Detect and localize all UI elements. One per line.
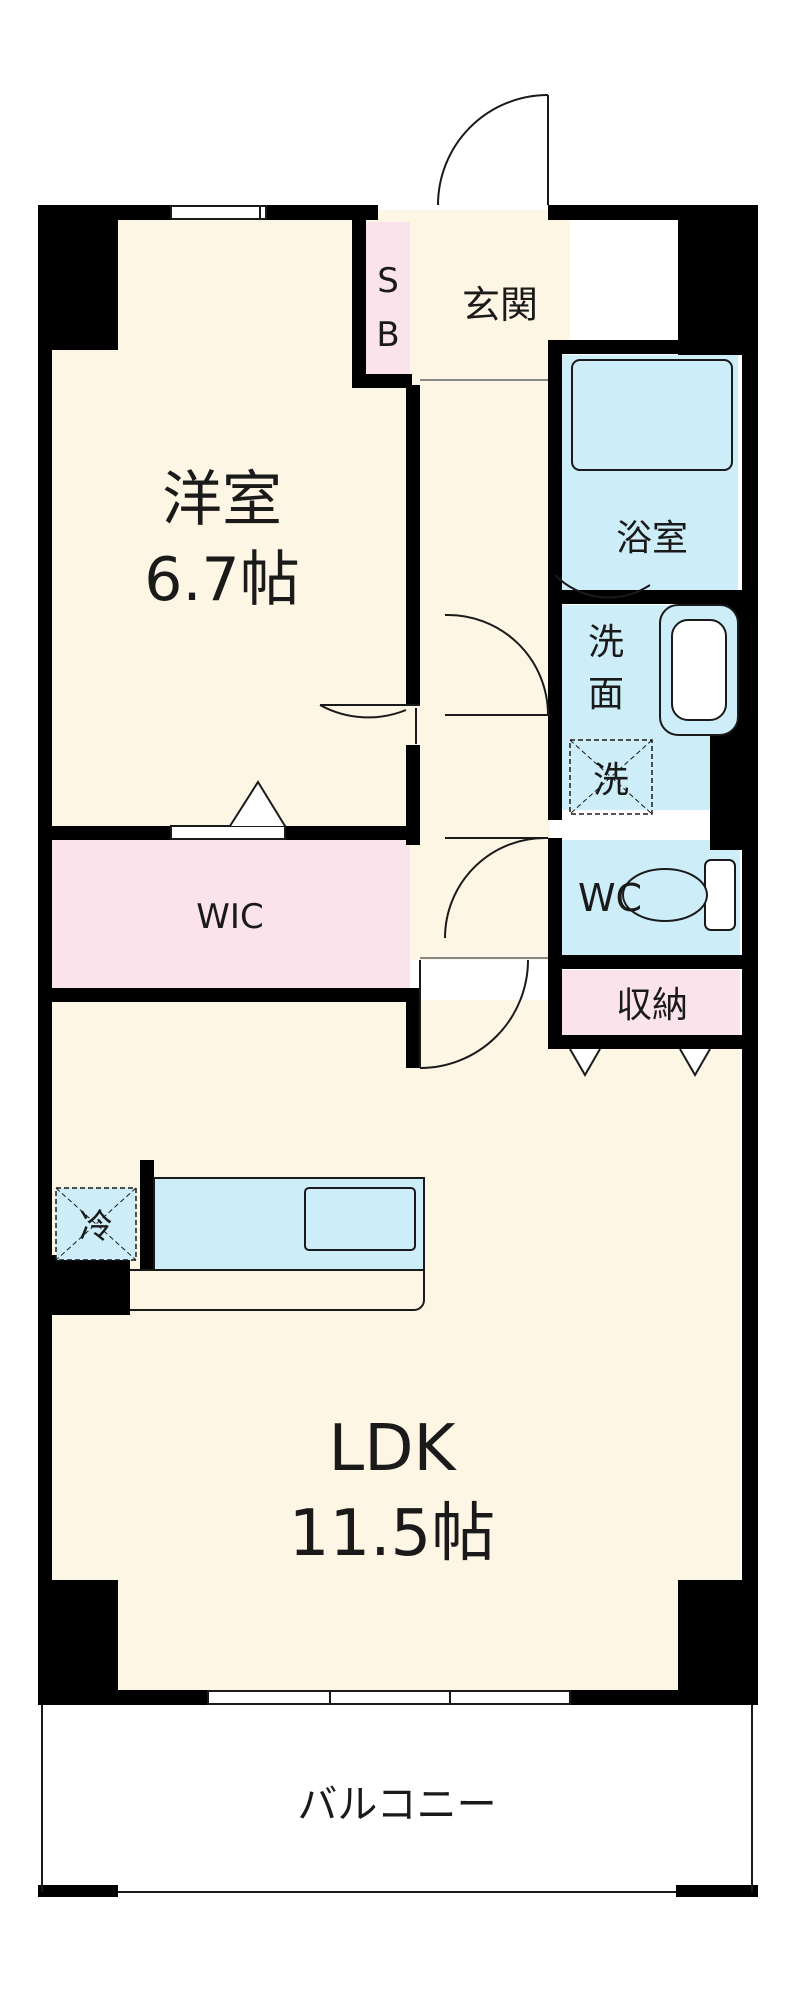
closet-markers [229, 780, 711, 1078]
fridge-diagonal-1 [55, 1187, 137, 1261]
window-mullions [259, 206, 451, 1704]
balcony-outline [41, 1705, 753, 1893]
shoe-box-label-2: B [376, 315, 399, 355]
storage-label: 収納 [616, 985, 688, 1026]
kitchen-sink [304, 1187, 416, 1251]
wic-floor [50, 840, 410, 988]
walls [38, 205, 758, 1897]
western-room-size: 6.7帖 [144, 545, 299, 615]
balcony-floor [40, 1705, 752, 1895]
bathroom-label: 浴室 [616, 518, 688, 559]
entrance-floor [420, 220, 570, 380]
doors [319, 94, 651, 1069]
windows [170, 205, 571, 1705]
fridge-diagonal-2 [55, 1187, 137, 1261]
washroom-label-1: 洗 [588, 622, 624, 663]
ldk-name: LDK [329, 1412, 458, 1486]
wic-label: WIC [196, 897, 263, 937]
washer-diagonal-1 [569, 739, 653, 815]
western-room-name: 洋室 [162, 465, 282, 535]
ldk-floor [50, 1000, 740, 1695]
washer-space-box [569, 739, 653, 815]
entrance-label: 玄関 [462, 283, 538, 327]
bathtub [571, 359, 733, 471]
toilet-label: WC [578, 876, 642, 920]
washbasin-bowl [671, 619, 727, 721]
shoe-box-floor [366, 222, 410, 376]
toilet-tank [704, 859, 736, 931]
ldk-size: 11.5帖 [289, 1497, 496, 1571]
washroom-label-2: 面 [588, 674, 624, 715]
washer-space-label: 洗 [593, 760, 629, 801]
fridge-label: 冷 [79, 1207, 113, 1247]
toilet-bowl [622, 868, 708, 922]
balcony-label: バルコニー [297, 1782, 496, 1828]
washer-diagonal-2 [569, 739, 653, 815]
storage-floor [560, 970, 740, 1035]
room-boundaries [420, 379, 548, 959]
shoe-box-label-1: S [377, 261, 399, 301]
kitchen-bar [130, 1269, 425, 1311]
